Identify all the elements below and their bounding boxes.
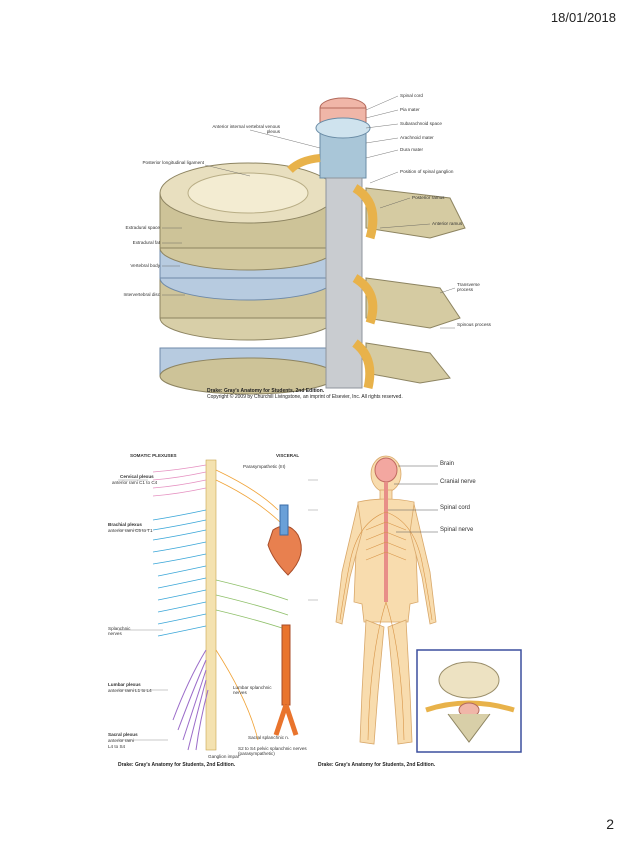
label-posterior-longitudinal-ligament: Posterior longitudinal ligament <box>142 160 204 165</box>
body-illustration <box>335 455 522 753</box>
heading-somatic-plexuses: SOMATIC PLEXUSES <box>130 453 177 458</box>
slide-date: 18/01/2018 <box>550 10 616 25</box>
label-splanchnic-nerves: Splanchnic nerves <box>108 626 131 636</box>
vertebrae-illustration <box>159 95 466 395</box>
page-number: 2 <box>606 816 614 832</box>
label-spinal-ganglion: Position of spinal ganglion <box>400 169 454 174</box>
label-parasympathetic: Parasympathetic (III) <box>243 464 286 469</box>
label-extradural-space: Extradural space <box>125 225 160 230</box>
label-venous-plexus: Anterior internal vertebral venous plexu… <box>212 124 280 134</box>
label-sacral-plexus: Sacral plexus <box>108 732 138 737</box>
nervous-system-figure: Brain Cranial nerve Spinal cord Spinal n… <box>318 452 528 772</box>
label-extradural-fat: Extradural fat <box>132 240 160 245</box>
figure2-caption: Drake: Gray's Anatomy for Students, 2nd … <box>118 762 236 768</box>
label-ganglion-impar: Ganglion impar <box>208 754 240 759</box>
label-cervical-plexus: Cervical plexus <box>120 474 154 479</box>
plexuses-figure: SOMATIC PLEXUSES VISCERAL Cervical plexu… <box>108 450 328 775</box>
label-brachial-plexus: Brachial plexus <box>108 522 142 527</box>
label-spinal-cord-body: Spinal cord <box>440 505 471 511</box>
label-sacral-splanchnic: Sacral splanchnic n. <box>248 735 290 740</box>
label-dura-mater: Dura mater <box>400 147 423 152</box>
figure3-caption: Drake: Gray's Anatomy for Students, 2nd … <box>318 762 436 768</box>
spinal-cord-meninges-figure: Spinal cord Pia mater Subarachnoid space… <box>123 88 510 406</box>
label-subarachnoid-space: Subarachnoid space <box>400 121 442 126</box>
label-brain: Brain <box>440 461 455 467</box>
label-intervertebral-disc: Intervertebral disc <box>123 292 160 297</box>
label-anterior-ramus: Anterior ramus <box>432 221 463 226</box>
label-arachnoid-mater: Arachnoid mater <box>400 135 434 140</box>
label-lumbar-plexus: Lumbar plexus <box>108 682 141 687</box>
label-brachial-rami: anterior rami C5 to T1 <box>108 528 153 533</box>
label-spinous-process: Spinous process <box>457 322 491 327</box>
label-transverse-process: Transverse process <box>457 282 480 292</box>
label-pelvic-splanchnic: S2 to S4 pelvic splanchnic nerves (paras… <box>238 746 307 756</box>
label-spinal-cord: Spinal cord <box>400 93 423 98</box>
label-lumbar-rami: anterior rami L1 to L4 <box>108 688 152 693</box>
plexuses-illustration <box>118 459 318 751</box>
label-spinal-nerve: Spinal nerve <box>440 527 474 533</box>
figure1-caption-line1: Drake: Gray's Anatomy for Students, 2nd … <box>207 388 325 394</box>
label-pia-mater: Pia mater <box>400 107 420 112</box>
label-sacral-range: L4 to S4 <box>108 744 126 749</box>
label-cranial-nerve: Cranial nerve <box>440 479 476 485</box>
figure1-caption-line2: Copyright © 2009 by Churchill Livingston… <box>207 394 403 400</box>
label-vertebral-body: Vertebral body <box>130 263 160 268</box>
label-cervical-rami: anterior rami C1 to C4 <box>112 480 158 485</box>
heading-visceral: VISCERAL <box>276 453 300 458</box>
label-sacral-rami: anterior rami <box>108 738 134 743</box>
label-posterior-ramus: Posterior ramus <box>412 195 445 200</box>
label-lumbar-splanchnic: Lumbar splanchnic nerves <box>233 685 272 695</box>
